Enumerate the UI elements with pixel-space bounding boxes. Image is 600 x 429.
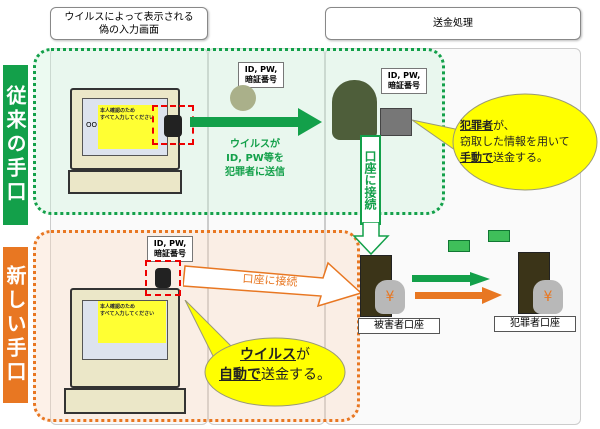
connect-arrow-new	[183, 261, 363, 308]
virus-highlight-old	[152, 105, 194, 145]
flying-money-icon	[448, 240, 470, 252]
flying-money-icon	[488, 230, 510, 242]
transfer-arrows	[412, 272, 502, 304]
virus-icon	[155, 268, 171, 288]
connect-account-label-old: 口座に接続	[360, 135, 381, 225]
virus-character-icon	[230, 85, 256, 111]
credentials-note-criminal: ID, PW, 暗証番号	[381, 68, 427, 94]
bubble-text: 送金する。	[493, 151, 548, 164]
speech-bubble-new	[184, 300, 346, 407]
credentials-note-old: ID, PW, 暗証番号	[238, 62, 284, 88]
virus-highlight-new	[145, 260, 181, 296]
fake-popup: 本人確認のため すべて入力してください	[98, 301, 166, 343]
keyboard-new	[64, 388, 186, 414]
criminal-account-label: 犯罪者口座	[494, 316, 576, 332]
send-arrow-text: ウイルスが ID, PW等を 犯罪者に送信	[205, 138, 305, 180]
victim-money-bag-icon: ¥	[375, 280, 405, 314]
screen-field: OO	[86, 121, 98, 129]
header-transfer: 送金処理	[325, 7, 581, 40]
header-fake-screen: ウイルスによって表示される 偽の入力画面	[50, 7, 208, 40]
speech-bubble-old	[411, 93, 598, 191]
bubble-text: 自動で	[219, 367, 261, 383]
computer-monitor-old: OO 本人確認のため すべて入力してください	[70, 88, 180, 170]
send-arrow	[190, 108, 322, 136]
new-method-label: 新しい手口	[3, 247, 28, 403]
bubble-text: ウイルス	[240, 347, 296, 363]
criminal-money-bag-icon: ¥	[533, 280, 563, 314]
keyboard-old	[68, 170, 182, 194]
bubble-text: 手動で	[460, 151, 493, 164]
computer-monitor-new: 本人確認のため すべて入力してください	[70, 288, 180, 388]
bubble-text: が	[296, 347, 310, 363]
arrow-text-line: 犯罪者に送信	[225, 167, 285, 178]
laptop-icon	[380, 108, 412, 136]
fake-screen-window: 本人確認のため すべて入力してください	[82, 300, 168, 360]
bubble-text: 犯罪者	[460, 119, 493, 132]
victim-account-label: 被害者口座	[358, 318, 440, 334]
credentials-note-new: ID, PW, 暗証番号	[147, 236, 193, 262]
down-arrow	[352, 222, 390, 256]
arrow-text-line: ウイルスが	[230, 139, 280, 150]
bubble-text: が、	[493, 119, 515, 132]
fake-popup: 本人確認のため すべて入力してください	[98, 105, 158, 149]
criminal-icon	[332, 80, 377, 140]
virus-icon	[164, 115, 182, 137]
speech-text-old: 犯罪者が、 窃取した情報を用いて 手動で送金する。	[460, 118, 595, 166]
bubble-text: 窃取した情報を用いて	[460, 135, 570, 148]
arrow-text-line: ID, PW等を	[226, 153, 284, 164]
old-method-label: 従来の手口	[3, 65, 28, 225]
speech-text-new: ウイルスが 自動で送金する。	[205, 345, 345, 385]
bubble-text: 送金する。	[261, 367, 331, 383]
